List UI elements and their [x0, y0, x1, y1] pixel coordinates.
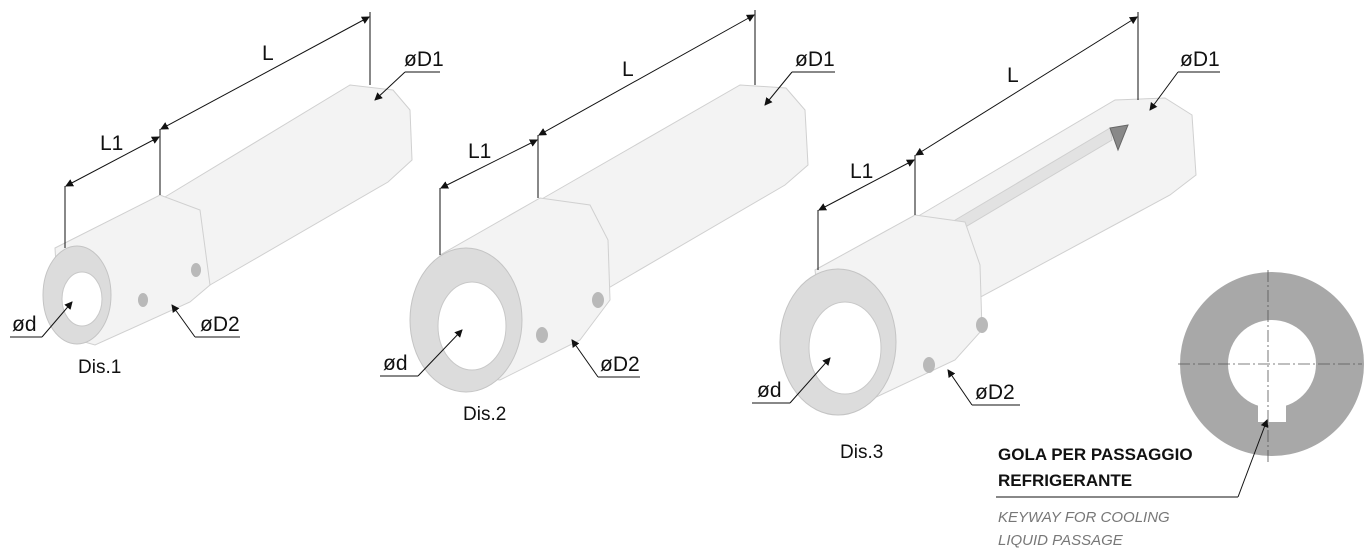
dim-L-1: L	[262, 42, 274, 65]
dim-L1-1: L1	[100, 132, 123, 155]
hole-1b	[191, 263, 201, 277]
dim-D1-2: øD1	[795, 48, 835, 71]
keyway-subtitle-line2: LIQUID PASSAGE	[998, 532, 1124, 549]
drawing-3	[752, 12, 1220, 416]
dim-L1-3: L1	[850, 160, 873, 183]
dim-D2-1: øD2	[200, 313, 240, 336]
drawing-1	[10, 12, 440, 346]
keyway-title-line2: REFRIGERANTE	[998, 471, 1132, 490]
drawing-2	[380, 10, 835, 393]
hole-1a	[138, 293, 148, 307]
dim-L-2: L	[622, 58, 634, 81]
hole-2b	[592, 292, 604, 308]
hole-2a	[536, 327, 548, 343]
dim-L-3: L	[1007, 64, 1019, 87]
dim-d-2: ød	[383, 352, 408, 375]
keyway-section-view	[1178, 270, 1364, 462]
dim-d-3: ød	[757, 379, 782, 402]
keyway-bore	[1228, 320, 1316, 408]
dim-D1-1: øD1	[404, 48, 444, 71]
keyway-subtitle-line1: KEYWAY FOR COOLING	[998, 509, 1170, 526]
bore-2	[437, 281, 507, 371]
caption-dis1: Dis.1	[78, 357, 121, 378]
keyway-title-line1: GOLA PER PASSAGGIO	[998, 445, 1193, 464]
dim-D1-3: øD1	[1180, 48, 1220, 71]
caption-dis2: Dis.2	[463, 404, 506, 425]
keyway-leader	[1237, 419, 1269, 498]
bore-1	[61, 271, 103, 327]
dim-L1-2: L1	[468, 140, 491, 163]
hole-3b	[976, 317, 988, 333]
bore-3	[808, 301, 882, 395]
keyway-slot	[1258, 400, 1286, 422]
hole-3a	[923, 357, 935, 373]
dim-D2-3: øD2	[975, 381, 1015, 404]
dim-d-1: ød	[12, 313, 37, 336]
caption-dis3: Dis.3	[840, 442, 883, 463]
dim-D2-2: øD2	[600, 353, 640, 376]
